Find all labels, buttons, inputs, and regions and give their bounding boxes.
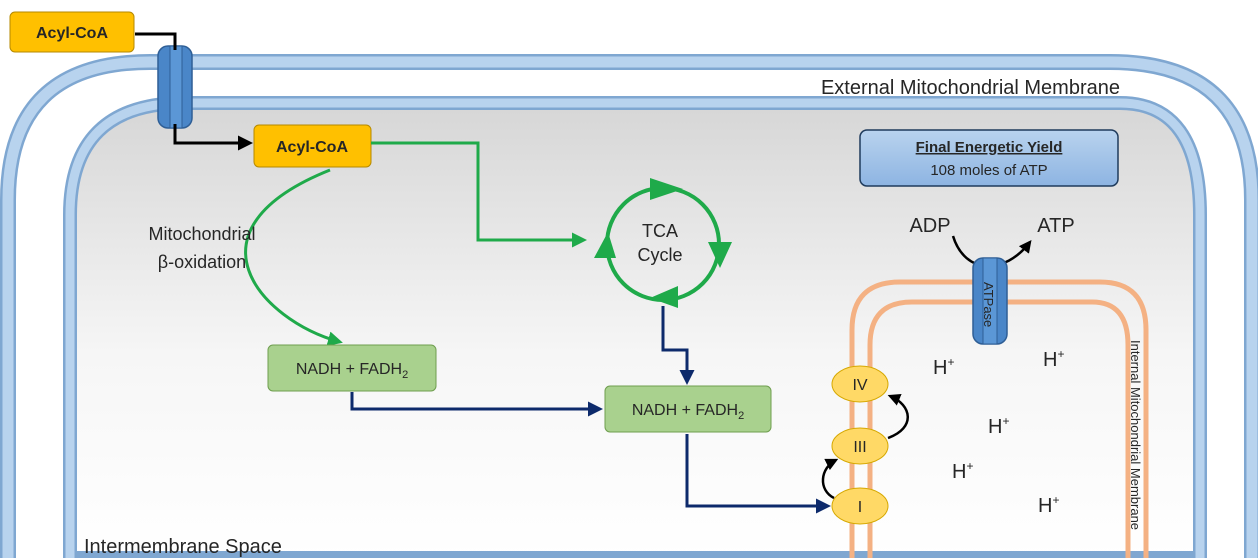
complex-iii-to-iv-arrow — [887, 394, 909, 440]
internal-membrane-label: Internal Mitochondrial Membrane — [1128, 340, 1143, 530]
outer-transporter-channel — [157, 45, 193, 129]
complex-i-to-iii-arrow — [821, 458, 839, 500]
acyl-coa-to-tca-arrow — [371, 141, 587, 248]
tca-cycle — [594, 178, 732, 308]
intermembrane-space-label: Intermembrane Space — [84, 536, 282, 558]
nadh-fadh2-right-label: NADH + FADH2 — [632, 402, 744, 422]
complex-iv-label: IV — [852, 377, 867, 394]
proton-4: H+ — [952, 459, 973, 483]
complex-i — [831, 487, 889, 525]
nadh-fadh2-left-label: NADH + FADH2 — [296, 361, 408, 381]
atpase-label: ATPase — [981, 282, 996, 327]
acyl-coa-import-arrow — [173, 124, 253, 151]
complex-i-label: I — [858, 499, 862, 516]
atpase-channel — [972, 257, 1008, 345]
tca-arrowhead-left — [594, 232, 616, 258]
external-membrane-label: External Mitochondrial Membrane — [821, 77, 1120, 99]
acyl-coa-import-line — [135, 32, 177, 50]
beta-oxidation-label-line1: Mitochondrial — [148, 224, 255, 244]
acyl-coa-outside-box — [9, 11, 135, 53]
acyl-coa-outside-label: Acyl-CoA — [36, 25, 108, 42]
tca-to-nadh-arrow — [661, 306, 695, 385]
tca-label-line2: Cycle — [637, 245, 682, 265]
final-yield-title: Final Energetic Yield — [916, 139, 1063, 156]
proton-2: H+ — [1043, 347, 1064, 371]
tca-arrowhead-top — [650, 178, 683, 200]
tca-arrowhead-bottom — [650, 286, 678, 308]
nadh-fadh2-right-box — [604, 385, 772, 433]
external-membrane-inner — [2, 56, 1258, 558]
nadh-to-complex-i-arrow — [685, 434, 831, 514]
tca-arrowhead-right — [708, 242, 732, 268]
proton-3: H+ — [988, 414, 1009, 438]
final-yield-value: 108 moles of ATP — [930, 162, 1047, 179]
final-yield-box — [859, 129, 1119, 187]
proton-1: H+ — [933, 355, 954, 379]
atp-label: ATP — [1037, 215, 1074, 237]
complex-iii — [831, 427, 889, 465]
complex-iii-label: III — [853, 439, 866, 456]
left-nadh-to-right-nadh-arrow — [350, 392, 603, 417]
beta-oxidation-label-line2: β-oxidation — [158, 252, 246, 272]
beta-oxidation-arrow — [244, 168, 343, 347]
acyl-coa-inside-box — [253, 124, 372, 168]
nadh-fadh2-left-box — [267, 344, 437, 392]
tca-label-line1: TCA — [642, 221, 678, 241]
acyl-coa-inside-label: Acyl-CoA — [276, 139, 348, 156]
complex-iv — [831, 365, 889, 403]
adp-label: ADP — [909, 215, 950, 237]
proton-5: H+ — [1038, 493, 1059, 517]
